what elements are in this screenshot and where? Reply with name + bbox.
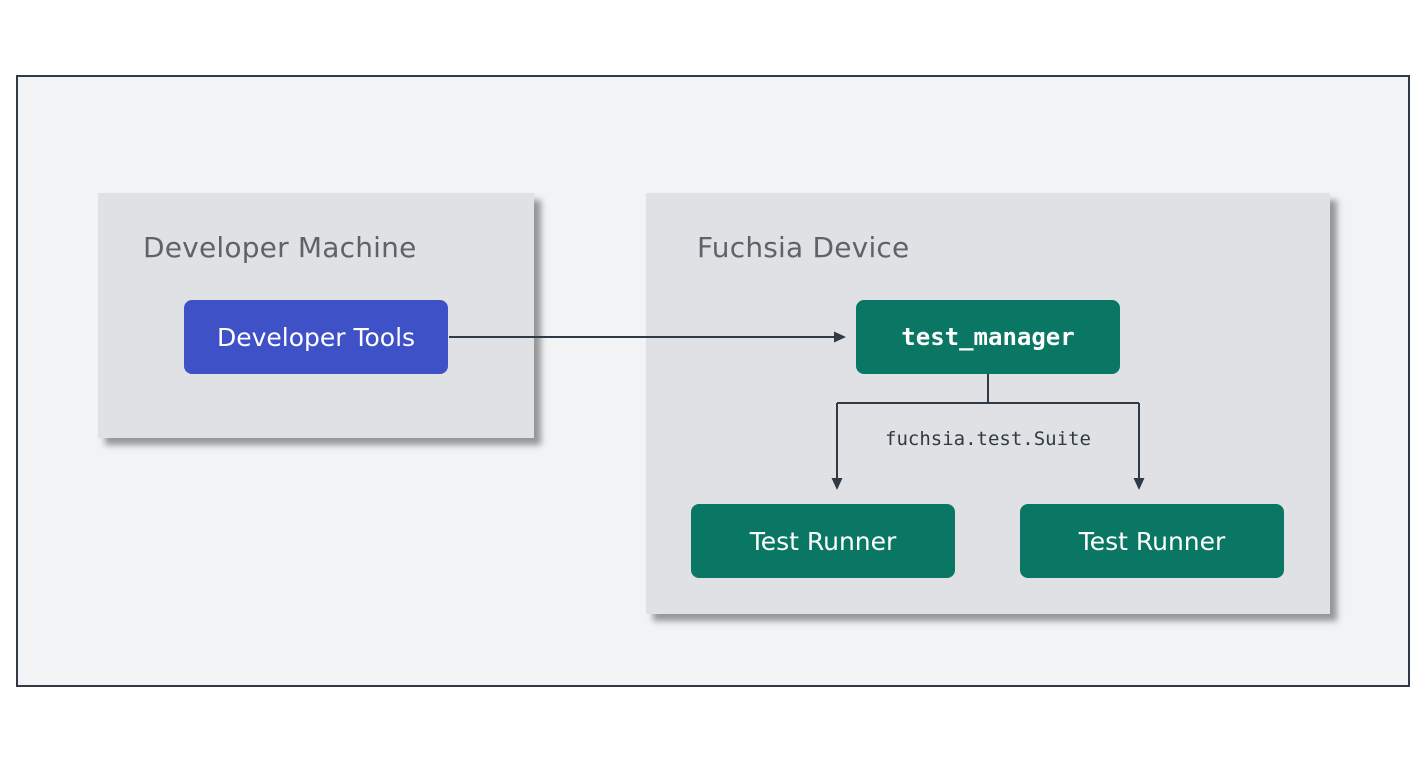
fuchsia-test-suite-label: fuchsia.test.Suite: [885, 428, 1091, 450]
developer-machine-title: Developer Machine: [143, 231, 417, 264]
test-runner-node-1: Test Runner: [691, 504, 955, 578]
test-runner-node-2: Test Runner: [1020, 504, 1284, 578]
fuchsia-device-title: Fuchsia Device: [697, 231, 910, 264]
developer-tools-node: Developer Tools: [184, 300, 448, 374]
test-manager-node: test_manager: [856, 300, 1120, 374]
